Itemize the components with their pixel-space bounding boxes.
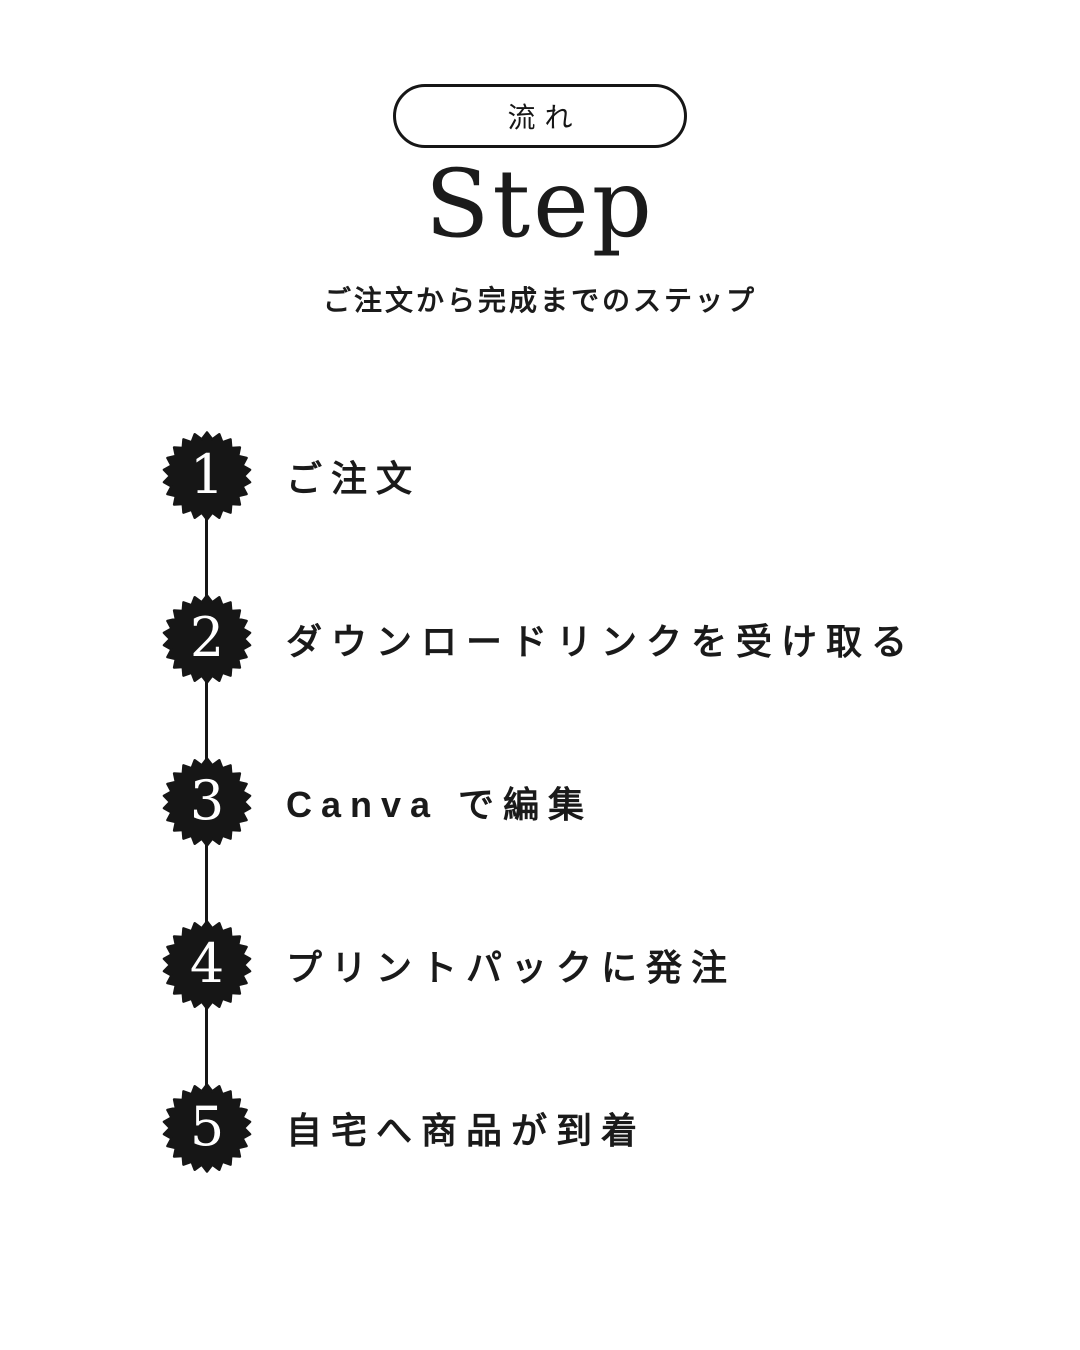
step-row: 3 Canva で編集 <box>162 757 916 847</box>
seal-badge-icon <box>162 594 252 684</box>
seal-badge-icon <box>162 431 252 521</box>
page-subtitle: ご注文から完成までのステップ <box>322 285 757 316</box>
step-row: 4 プリントパックに発注 <box>162 920 916 1010</box>
step-row: 2 ダウンロードリンクを受け取る <box>162 594 916 684</box>
flow-pill-label: 流れ <box>507 102 582 133</box>
page-title: Step <box>425 150 655 259</box>
step-row: 1 ご注文 <box>162 431 916 521</box>
step-number-badge: 3 <box>162 757 252 847</box>
step-label: 自宅へ商品が到着 <box>286 1110 647 1151</box>
step-number-badge: 1 <box>162 431 252 521</box>
seal-badge-icon <box>162 1083 252 1173</box>
step-label: ダウンロードリンクを受け取る <box>286 621 917 662</box>
step-number: 5 <box>189 1094 225 1158</box>
step-label: プリントパックに発注 <box>286 947 737 988</box>
step-label: ご注文 <box>286 458 422 499</box>
step-number-badge: 2 <box>162 594 252 684</box>
step-number: 4 <box>189 931 225 995</box>
step-number: 2 <box>189 605 225 669</box>
step-number-badge: 4 <box>162 920 252 1010</box>
step-number: 3 <box>189 768 225 832</box>
seal-badge-icon <box>162 920 252 1010</box>
step-number: 1 <box>189 442 225 506</box>
flow-pill-badge: 流れ <box>393 84 687 148</box>
seal-badge-icon <box>162 757 252 847</box>
step-label: Canva で編集 <box>286 784 594 825</box>
step-row: 5 自宅へ商品が到着 <box>162 1083 916 1173</box>
step-number-badge: 5 <box>162 1083 252 1173</box>
steps-list: 1 ご注文 2 ダウンロードリンクを受け取る 3 Canva で編集 4 プリン… <box>162 431 916 1246</box>
